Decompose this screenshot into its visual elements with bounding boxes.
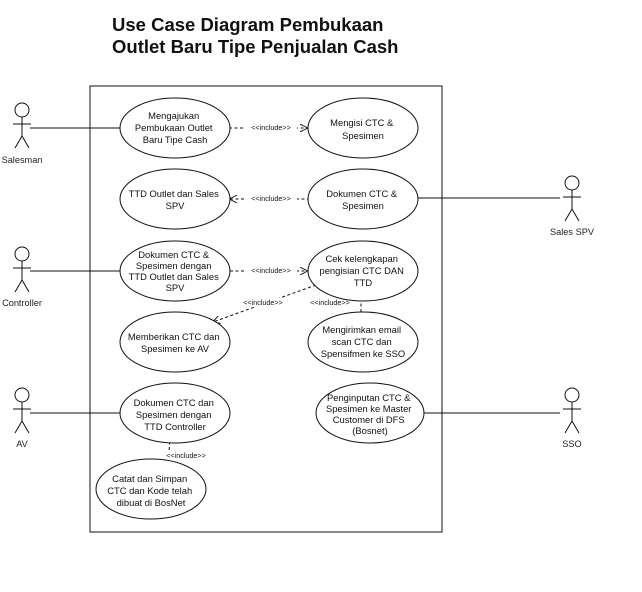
actor-sales-spv-label: Sales SPV	[550, 227, 595, 237]
mengirimkan-email-line-1: Mengirimkan email	[322, 324, 401, 335]
usecase-cek-kelengkapan[interactable]	[307, 240, 419, 302]
penginputan-ctc-line-4: (Bosnet)	[352, 425, 387, 436]
associations	[30, 127, 560, 414]
dokumen-ctc-ttd-line-4: SPV	[166, 282, 186, 293]
include-label-1: <<include>>	[251, 123, 291, 132]
include-label-2: <<include>>	[251, 194, 291, 203]
dokumen-ctc-line-1: Dokumen CTC &	[326, 188, 398, 199]
svg-text:Mengirimkan email scan C: Mengirimkan email scan CTC dan Spensifme…	[321, 324, 405, 359]
actor-salesman	[13, 102, 31, 149]
usecase-memberikan-ctc[interactable]	[119, 311, 231, 373]
svg-text:Mengisi CTC & Spesimen: Mengisi CTC & Spesimen	[330, 117, 396, 141]
diagram-title-line-2: Outlet Baru Tipe Penjualan Cash	[112, 36, 399, 57]
actor-av-label: AV	[16, 439, 28, 449]
include-labels: <<include>> <<include>> <<include>> <<in…	[158, 123, 355, 460]
actor-sso-label: SSO	[562, 439, 581, 449]
usecase-dokumen-ctc-controller[interactable]	[119, 382, 231, 444]
svg-text:Dokumen CTC & Spesimen d: Dokumen CTC & Spesimen dengan TTD Outlet…	[129, 249, 222, 293]
mengisi-ctc-line-1: Mengisi CTC &	[330, 117, 394, 128]
include-label-3: <<include>>	[251, 266, 291, 275]
svg-text:Mengajukan Pembukaan Out: Mengajukan Pembukaan Outlet Baru Tipe Ca…	[135, 110, 215, 145]
svg-text:Dokumen CTC & Spesimen: Dokumen CTC & Spesimen	[326, 188, 399, 211]
diagram-title-line-1: Use Case Diagram Pembukaan	[112, 14, 384, 35]
mengajukan-line-2: Pembukaan Outlet	[135, 122, 213, 133]
actor-controller	[13, 246, 31, 293]
usecase-ttd-outlet[interactable]	[119, 168, 231, 230]
memberikan-ctc-line-1: Memberikan CTC dan	[128, 331, 220, 342]
actor-salesman-icon	[14, 102, 30, 118]
mengirimkan-email-line-2: scan CTC dan	[332, 336, 392, 347]
usecase-dokumen-ctc-ttd[interactable]	[119, 240, 231, 302]
mengisi-ctc-line-2: Spesimen	[342, 130, 384, 141]
cek-kelengkapan-line-1: Cek kelengkapan	[325, 253, 397, 264]
include-arrow-4	[213, 284, 317, 322]
svg-text:TTD Outlet dan Sales SPV: TTD Outlet dan Sales SPV	[129, 188, 222, 211]
svg-text:Penginputan CTC & Spesim: Penginputan CTC & Spesimen ke Master Cus…	[326, 392, 414, 436]
actor-controller-icon	[14, 246, 30, 262]
dokumen-ctc-controller-line-2: Spesimen dengan	[136, 409, 212, 420]
catat-simpan-line-3: dibuat di BosNet	[117, 497, 186, 508]
mengajukan-line-3: Baru Tipe Cash	[143, 134, 208, 145]
usecase-mengajukan[interactable]	[119, 97, 231, 159]
actor-sso-icon	[564, 387, 580, 403]
usecase-mengisi-ctc[interactable]	[307, 97, 419, 159]
actor-sso	[563, 387, 581, 434]
dokumen-ctc-line-2: Spesimen	[342, 200, 384, 211]
penginputan-ctc-line-2: Spesimen ke Master	[326, 403, 411, 414]
actor-sales-spv-icon	[564, 175, 580, 191]
ttd-outlet-line-2: SPV	[166, 200, 186, 211]
dokumen-ctc-ttd-line-3: TTD Outlet dan Sales	[129, 271, 219, 282]
mengajukan-line-1: Mengajukan	[148, 110, 199, 121]
penginputan-ctc-line-3: Customer di DFS	[333, 414, 405, 425]
catat-simpan-line-2: CTC dan Kode telah	[107, 485, 192, 496]
ttd-outlet-line-1: TTD Outlet dan Sales	[129, 188, 219, 199]
actor-av	[13, 387, 31, 434]
usecase-catat-simpan[interactable]	[95, 458, 207, 520]
dokumen-ctc-ttd-line-2: Spesimen dengan	[136, 260, 212, 271]
memberikan-ctc-line-2: Spesimen ke AV	[141, 343, 210, 354]
usecase-mengirimkan-email[interactable]	[307, 311, 419, 373]
system-boundary	[89, 85, 443, 533]
include-label-5: <<include>>	[310, 298, 350, 307]
mengirimkan-email-line-3: Spensifmen ke SSO	[321, 348, 405, 359]
include-label-4: <<include>>	[243, 298, 283, 307]
use-cases	[95, 97, 425, 520]
usecase-penginputan-ctc[interactable]	[315, 382, 425, 444]
include-label-6: <<include>>	[166, 451, 206, 460]
usecase-dokumen-ctc[interactable]	[307, 168, 419, 230]
actor-av-icon	[14, 387, 30, 403]
svg-text:Catat dan Simpan CTC dan: Catat dan Simpan CTC dan Kode telah dibu…	[107, 473, 195, 508]
dokumen-ctc-controller-line-1: Dokumen CTC dan	[134, 397, 214, 408]
penginputan-ctc-line-1: Penginputan CTC &	[327, 392, 411, 403]
diagram-title: Use Case Diagram Pembukaan Outlet Baru T…	[112, 14, 398, 58]
svg-text:Memberikan CTC dan Spesi: Memberikan CTC dan Spesimen ke AV	[128, 331, 222, 354]
actor-controller-label: Controller	[2, 298, 42, 308]
actor-sales-spv	[563, 175, 581, 222]
dokumen-ctc-controller-line-3: TTD Controller	[144, 421, 205, 432]
catat-simpan-line-1: Catat dan Simpan	[112, 473, 187, 484]
dokumen-ctc-ttd-line-1: Dokumen CTC &	[138, 249, 210, 260]
actor-salesman-label: Salesman	[2, 155, 43, 165]
svg-text:Dokumen CTC dan Spesimen: Dokumen CTC dan Spesimen dengan TTD Cont…	[134, 397, 217, 432]
cek-kelengkapan-line-3: TTD	[354, 277, 372, 288]
usecase-labels: Mengajukan Pembukaan Outlet Baru Tipe Ca…	[107, 110, 414, 508]
svg-text:Cek kelengkapan pengisia: Cek kelengkapan pengisian CTC DAN TTD	[319, 253, 406, 288]
cek-kelengkapan-line-2: pengisian CTC DAN	[319, 265, 403, 276]
